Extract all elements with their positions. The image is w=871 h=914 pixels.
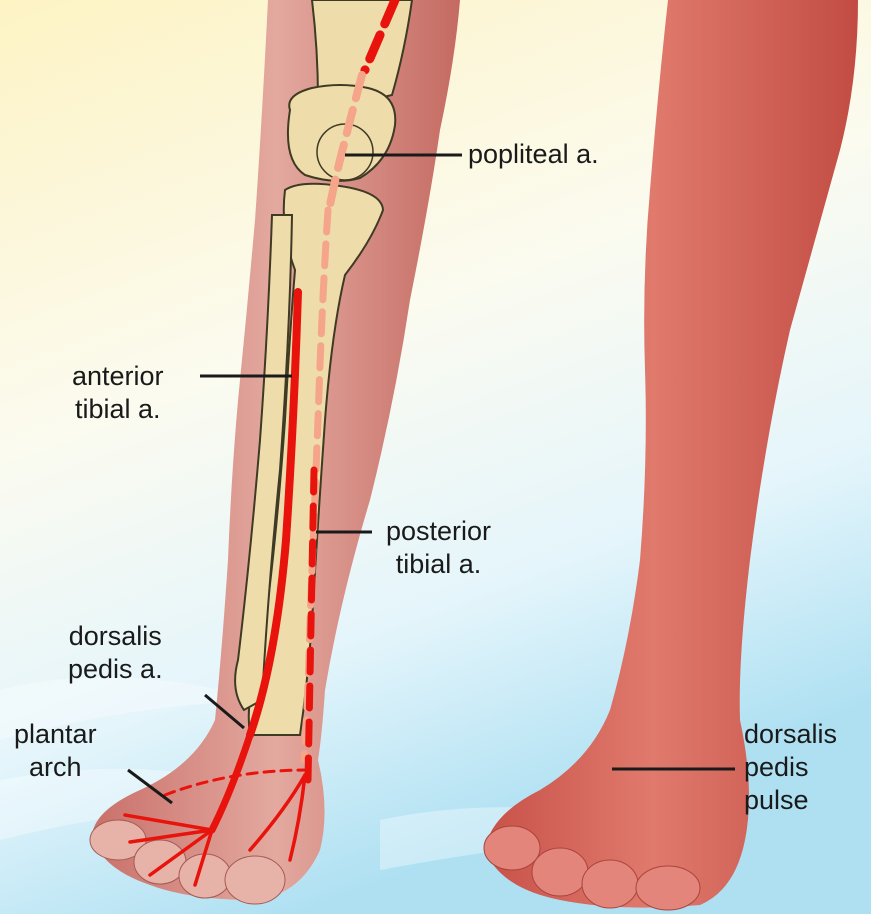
- label-dorsalis-pedis-artery-line2: pedis a.: [68, 653, 163, 686]
- label-dorsalis-pedis-pulse: dorsalis pedis pulse: [744, 718, 837, 817]
- label-anterior-tibial-line1: anterior: [72, 360, 164, 393]
- label-popliteal-line1: popliteal a.: [468, 138, 599, 171]
- label-posterior-tibial-line2: tibial a.: [386, 548, 491, 581]
- label-anterior-tibial-line2: tibial a.: [72, 393, 164, 426]
- label-dorsalis-pedis-artery-line1: dorsalis: [68, 620, 163, 653]
- label-anterior-tibial-artery: anterior tibial a.: [72, 360, 164, 426]
- label-posterior-tibial-artery: posterior tibial a.: [386, 515, 491, 581]
- label-dorsalis-pedis-pulse-line3: pulse: [744, 784, 837, 817]
- label-plantar-arch-line1: plantar: [14, 718, 97, 751]
- label-posterior-tibial-line1: posterior: [386, 515, 491, 548]
- label-plantar-arch-line2: arch: [14, 751, 97, 784]
- label-dorsalis-pedis-pulse-line2: pedis: [744, 751, 837, 784]
- label-dorsalis-pedis-pulse-line1: dorsalis: [744, 718, 837, 751]
- label-dorsalis-pedis-artery: dorsalis pedis a.: [68, 620, 163, 686]
- label-popliteal-artery: popliteal a.: [468, 138, 599, 171]
- label-plantar-arch: plantar arch: [14, 718, 97, 784]
